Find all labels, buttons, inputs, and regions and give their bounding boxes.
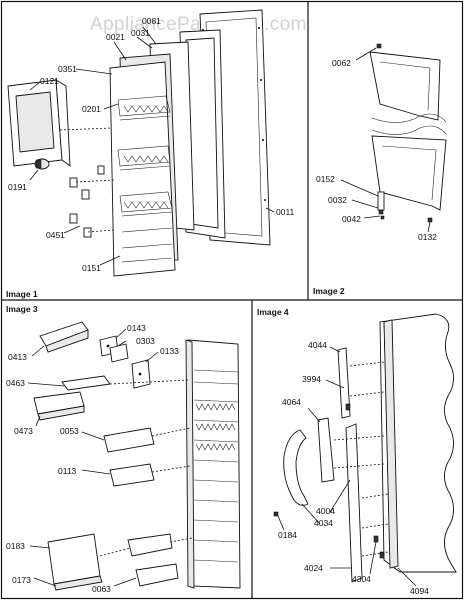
dispenser-top-piece-front [45, 329, 89, 353]
freezer-door-liner [187, 339, 241, 589]
trim-strip-4044 [337, 347, 351, 419]
image-3-mount-lines [99, 379, 193, 557]
strip-break-top [371, 113, 447, 123]
part-label-0191: 0191 [8, 182, 27, 192]
lower-bin-0183 [47, 533, 101, 585]
part-label-0173: 0173 [12, 575, 31, 585]
image-1-drawing: 0081 0021 0031 0351 0121 0201 0191 0451 … [7, 9, 295, 277]
trim-strip-4024 [345, 423, 363, 583]
part-label-0201: 0201 [82, 104, 101, 114]
part-label-0062: 0062 [332, 58, 351, 68]
side-rail-4094 [383, 319, 399, 569]
part-label-0463: 0463 [6, 378, 25, 388]
image-4-mount-lines [333, 361, 389, 557]
part-label-4044: 4044 [308, 340, 327, 350]
part-label-0152: 0152 [316, 174, 335, 184]
part-label-0042: 0042 [342, 214, 361, 224]
part-label-0351: 0351 [58, 64, 77, 74]
panel-label-image-3: Image 3 [6, 304, 38, 314]
part-label-0132: 0132 [418, 232, 437, 242]
part-label-0031: 0031 [131, 28, 150, 38]
liner-shelf-rails [193, 369, 239, 563]
part-label-0113: 0113 [58, 466, 77, 476]
part-label-0151: 0151 [82, 263, 101, 273]
image-1-leaders [29, 26, 275, 266]
strip-bottom-section [371, 135, 447, 211]
hinge-small-parts [69, 165, 105, 238]
door-liner-front [109, 61, 176, 277]
hinge-brackets [99, 335, 151, 389]
part-label-0081: 0081 [142, 16, 161, 26]
part-label-4094: 4094 [410, 586, 429, 596]
part-label-0021: 0021 [106, 32, 125, 42]
part-label-0063: 0063 [92, 584, 111, 594]
lower-bin-0173-base [53, 575, 103, 591]
part-label-0032: 0032 [328, 195, 347, 205]
actuator-bracket [35, 159, 42, 169]
image-4-leaders [277, 346, 417, 587]
strip-break-bottom [371, 125, 447, 135]
part-label-0011: 0011 [276, 207, 295, 217]
image-1-mount-lines [59, 127, 115, 233]
door-bin-0063 [135, 563, 179, 587]
panel-label-image-4: Image 4 [257, 307, 289, 317]
bottom-hinge-parts [377, 191, 433, 223]
image-2-drawing: 0062 0152 0032 0042 0132 [316, 43, 447, 242]
strip-top-section [369, 51, 441, 121]
part-label-0413: 0413 [8, 352, 27, 362]
dispenser-recess [15, 91, 55, 153]
part-label-0473: 0473 [14, 426, 33, 436]
tray-0463 [61, 375, 111, 391]
image-4-drawing: 4044 3994 4064 4004 4034 0184 4024 4304 … [273, 313, 457, 596]
image-2-leaders [340, 47, 431, 233]
part-label-0184: 0184 [278, 530, 297, 540]
cabinet-side-wall [379, 313, 457, 573]
door-liner-shelves [117, 95, 173, 263]
panel-label-image-2: Image 2 [313, 286, 345, 296]
liner-side-edge [185, 339, 195, 589]
dispenser-housing-side [55, 79, 71, 167]
part-label-0183: 0183 [6, 541, 25, 551]
door-bin-0113 [109, 463, 155, 487]
panel-label-image-1: Image 1 [6, 289, 38, 299]
door-bin-0053 [103, 427, 155, 453]
part-label-3994: 3994 [302, 374, 321, 384]
part-label-4304: 4304 [352, 574, 371, 584]
image-3-leaders [27, 328, 159, 587]
part-label-4064: 4064 [282, 397, 301, 407]
part-label-4004: 4004 [316, 506, 335, 516]
image-3-drawing: 0143 0303 0413 0133 0463 0473 0053 0113 … [6, 321, 241, 594]
part-label-0121: 0121 [40, 76, 59, 86]
part-label-4034: 4034 [314, 518, 333, 528]
door-handle-4034 [283, 429, 309, 506]
image-4-small-parts [273, 403, 385, 559]
part-label-0143: 0143 [127, 323, 146, 333]
top-hinge-screw [376, 43, 382, 49]
part-label-4024: 4024 [304, 563, 323, 573]
part-label-0451: 0451 [46, 230, 65, 240]
door-bin-lower-a [127, 533, 173, 557]
part-label-0303: 0303 [136, 336, 155, 346]
part-label-0133: 0133 [160, 346, 179, 356]
part-label-0053: 0053 [60, 426, 79, 436]
trim-strip-4064 [317, 417, 335, 483]
